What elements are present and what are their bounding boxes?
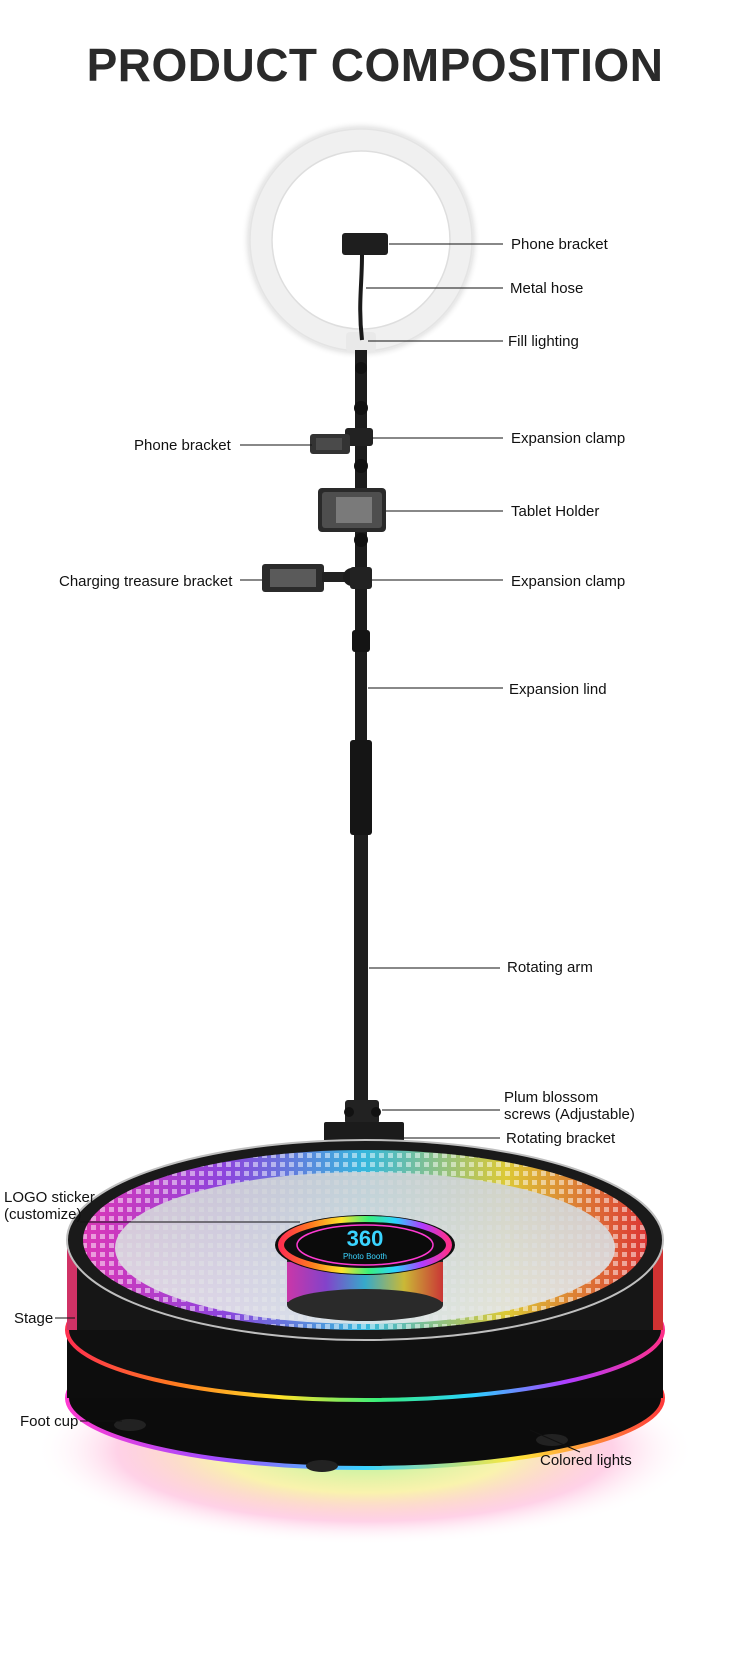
label-expansion-clamp-1: Expansion clamp xyxy=(511,430,626,447)
label-phone-bracket-top: Phone bracket xyxy=(511,236,608,253)
label-plum-blossom-line2: screws (Adjustable) xyxy=(504,1106,635,1123)
label-charging-treasure-bracket: Charging treasure bracket xyxy=(59,573,233,590)
main-pole xyxy=(350,350,372,1105)
foot-cup-center xyxy=(306,1460,338,1472)
upper-clamp xyxy=(310,428,373,454)
label-logo-sticker-line2: (customize) xyxy=(4,1206,82,1223)
metal-hose xyxy=(358,254,364,341)
label-fill-lighting: Fill lighting xyxy=(508,333,579,350)
label-metal-hose: Metal hose xyxy=(510,280,584,297)
label-logo-sticker: LOGO sticker (customize) xyxy=(4,1189,95,1223)
label-foot-cup: Foot cup xyxy=(20,1413,79,1430)
page-title: PRODUCT COMPOSITION xyxy=(86,39,664,91)
label-logo-sticker-line1: LOGO sticker xyxy=(4,1189,95,1206)
logo-small-text: Photo Booth xyxy=(343,1252,387,1261)
label-plum-blossom: Plum blossom screws (Adjustable) xyxy=(504,1089,635,1123)
label-phone-bracket-side: Phone bracket xyxy=(134,437,231,454)
label-stage: Stage xyxy=(14,1310,54,1327)
label-rotating-arm: Rotating arm xyxy=(507,959,593,976)
label-expansion-clamp-2: Expansion clamp xyxy=(511,573,626,590)
top-phone-bracket xyxy=(342,233,388,255)
leader-lines xyxy=(55,243,581,1453)
tablet-holder xyxy=(318,488,386,532)
platform xyxy=(65,1139,665,1470)
label-tablet-holder: Tablet Holder xyxy=(511,503,600,520)
label-rotating-bracket: Rotating bracket xyxy=(506,1130,616,1147)
label-expansion-lind: Expansion lind xyxy=(509,681,607,698)
label-plum-blossom-line1: Plum blossom xyxy=(504,1089,599,1106)
lower-clamp xyxy=(262,564,372,592)
label-colored-lights: Colored lights xyxy=(540,1452,632,1469)
logo-big-text: 360 xyxy=(347,1226,384,1251)
foot-cup-left xyxy=(114,1419,146,1431)
